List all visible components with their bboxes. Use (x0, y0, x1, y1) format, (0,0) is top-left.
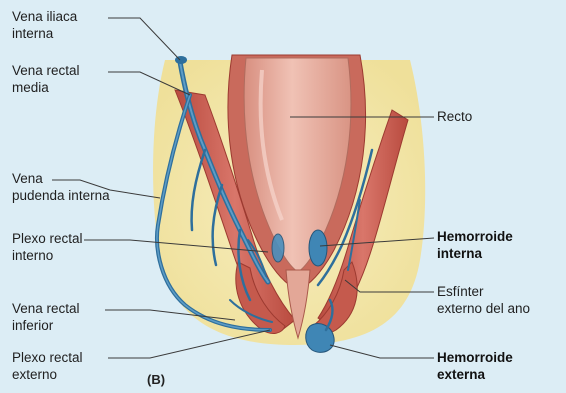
internal-hemorrhoid (309, 230, 327, 266)
label-vena-rectal-media: Vena rectal media (12, 62, 80, 96)
label-vena-iliaca-interna: Vena iliaca interna (12, 8, 77, 42)
label-hemorroide-externa: Hemorroide externa (437, 349, 513, 383)
label-recto: Recto (437, 108, 472, 125)
label-vena-rectal-inferior: Vena rectal inferior (12, 300, 80, 334)
label-esfinter-externo: Esfínter externo del ano (437, 283, 530, 317)
panel-label: (B) (147, 372, 165, 387)
label-plexo-rectal-externo: Plexo rectal externo (12, 349, 83, 383)
label-vena-pudenda-interna: Vena pudenda interna (12, 170, 110, 204)
label-plexo-rectal-interno: Plexo rectal interno (12, 230, 83, 264)
label-hemorroide-interna: Hemorroide interna (437, 228, 513, 262)
